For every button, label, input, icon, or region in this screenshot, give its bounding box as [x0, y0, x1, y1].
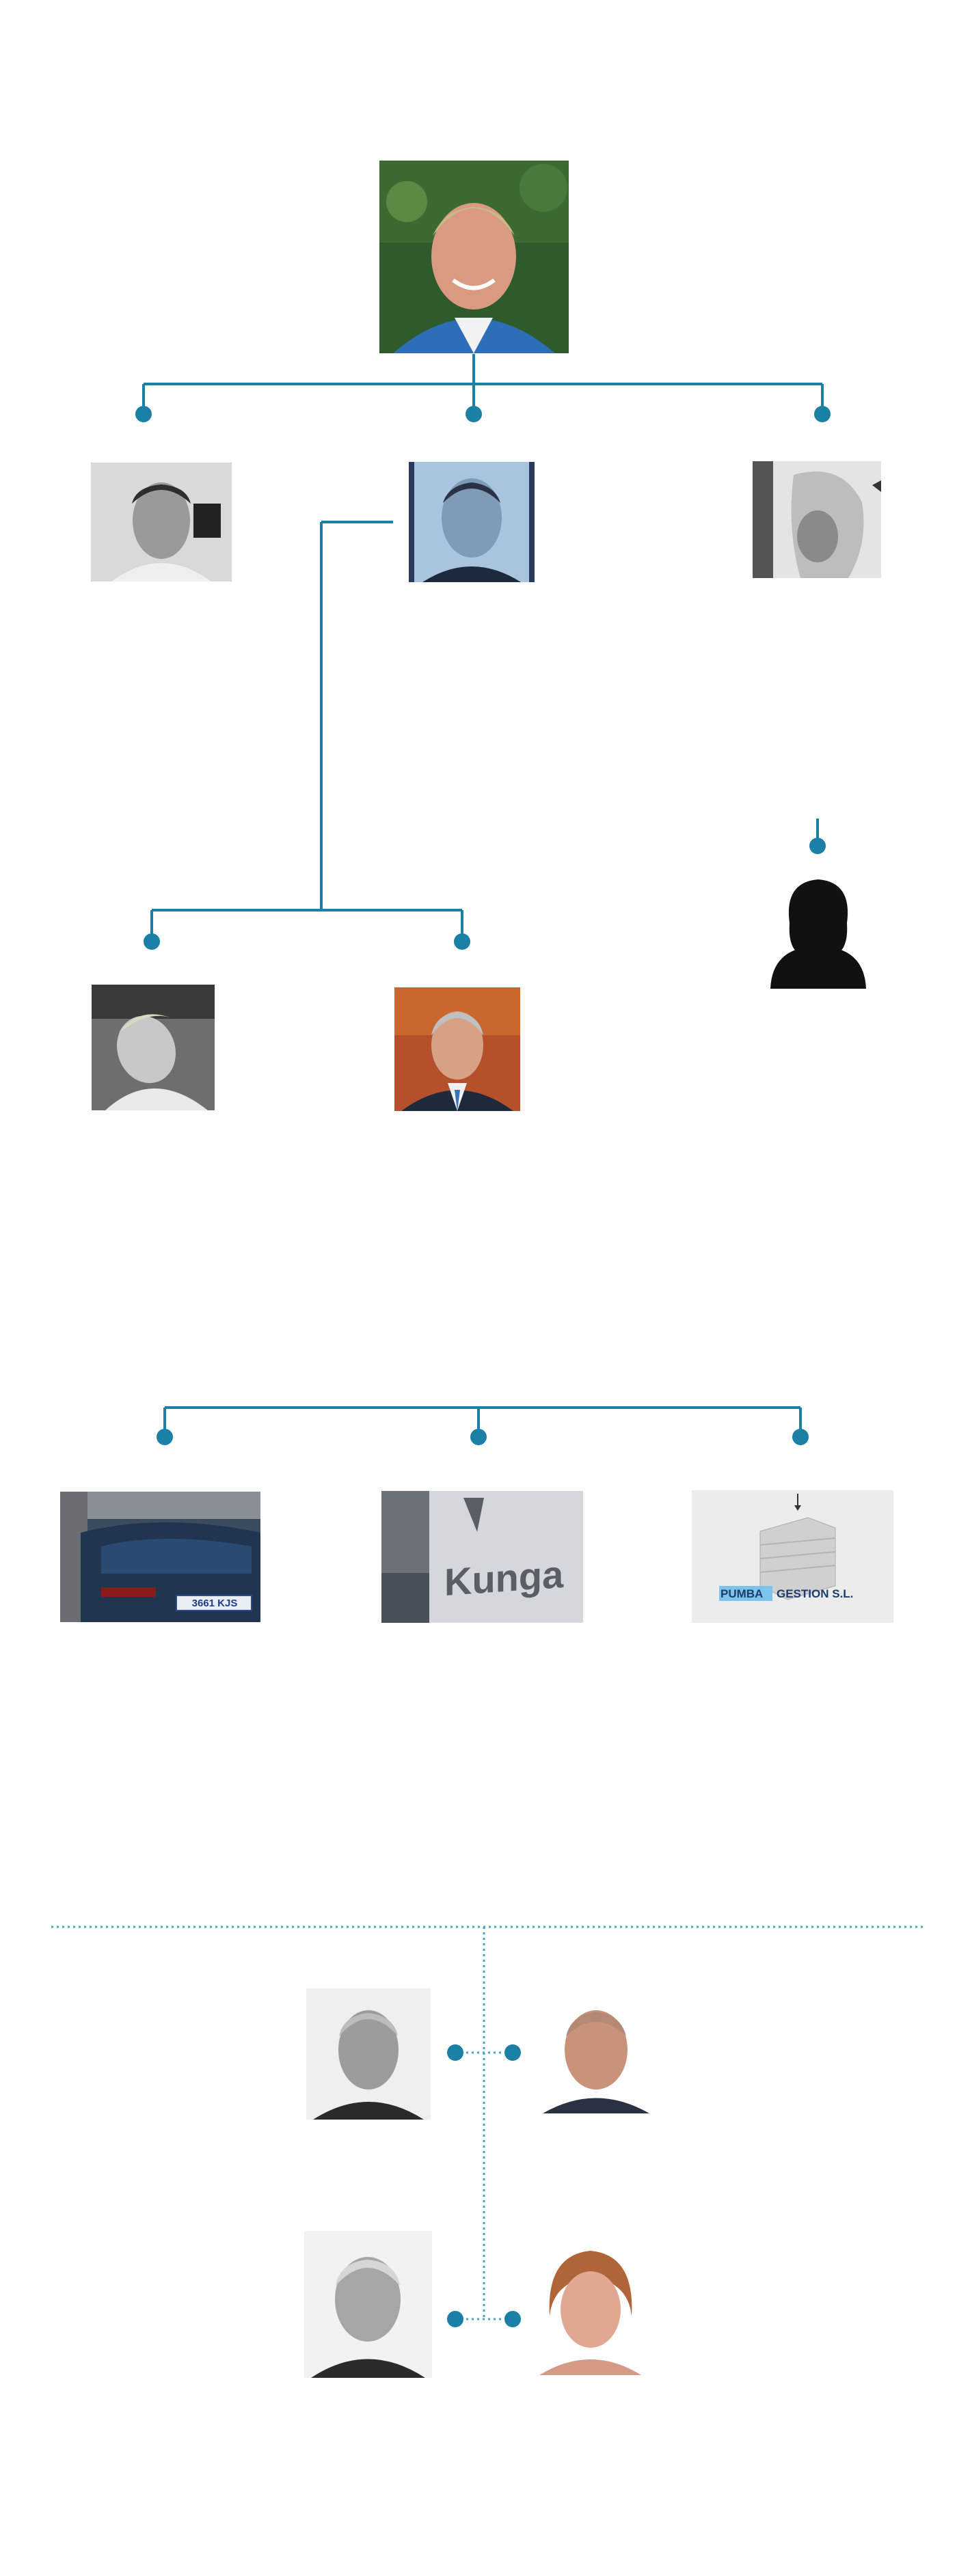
- connector-dot: [144, 933, 160, 950]
- connector-dot: [504, 2044, 521, 2061]
- car-photo: 3661 KJS: [60, 1492, 260, 1622]
- suspect-photo-2: [536, 1994, 656, 2113]
- connector-dot: [157, 1429, 173, 1445]
- connector-dot: [447, 2311, 463, 2327]
- kunga-logo: Kunga: [444, 1552, 564, 1604]
- pumba-logo-part2: GESTION S.L.: [777, 1587, 854, 1600]
- connector-dot: [814, 406, 831, 422]
- connector-dot: [504, 2311, 521, 2327]
- connector-dot: [809, 838, 826, 854]
- suspect-photo-4: [536, 2241, 645, 2375]
- suspect-photo-3: [304, 2231, 432, 2378]
- connector-dot: [792, 1429, 809, 1445]
- woman-silhouette-icon: [764, 875, 873, 989]
- suspect-photo-1: [306, 1988, 431, 2120]
- connector-dot: [466, 406, 482, 422]
- member-photo-executive: [394, 987, 520, 1111]
- pumba-logo-part1: PUMBA: [720, 1587, 764, 1600]
- member-photo-son: [92, 985, 215, 1110]
- member-photo-left: [91, 463, 232, 581]
- connector-dot: [454, 933, 470, 950]
- license-plate: 3661 KJS: [191, 1598, 238, 1609]
- pumba-logo-image: PUMBA GESTION S.L.: [692, 1490, 893, 1623]
- leader-photo: [379, 161, 569, 353]
- connector-dot: [470, 1429, 487, 1445]
- connector-dot: [135, 406, 152, 422]
- kunga-photo: Kunga: [381, 1491, 583, 1623]
- connector-dot: [447, 2044, 463, 2061]
- member-photo-right: [753, 461, 881, 578]
- member-photo-center: [409, 462, 535, 582]
